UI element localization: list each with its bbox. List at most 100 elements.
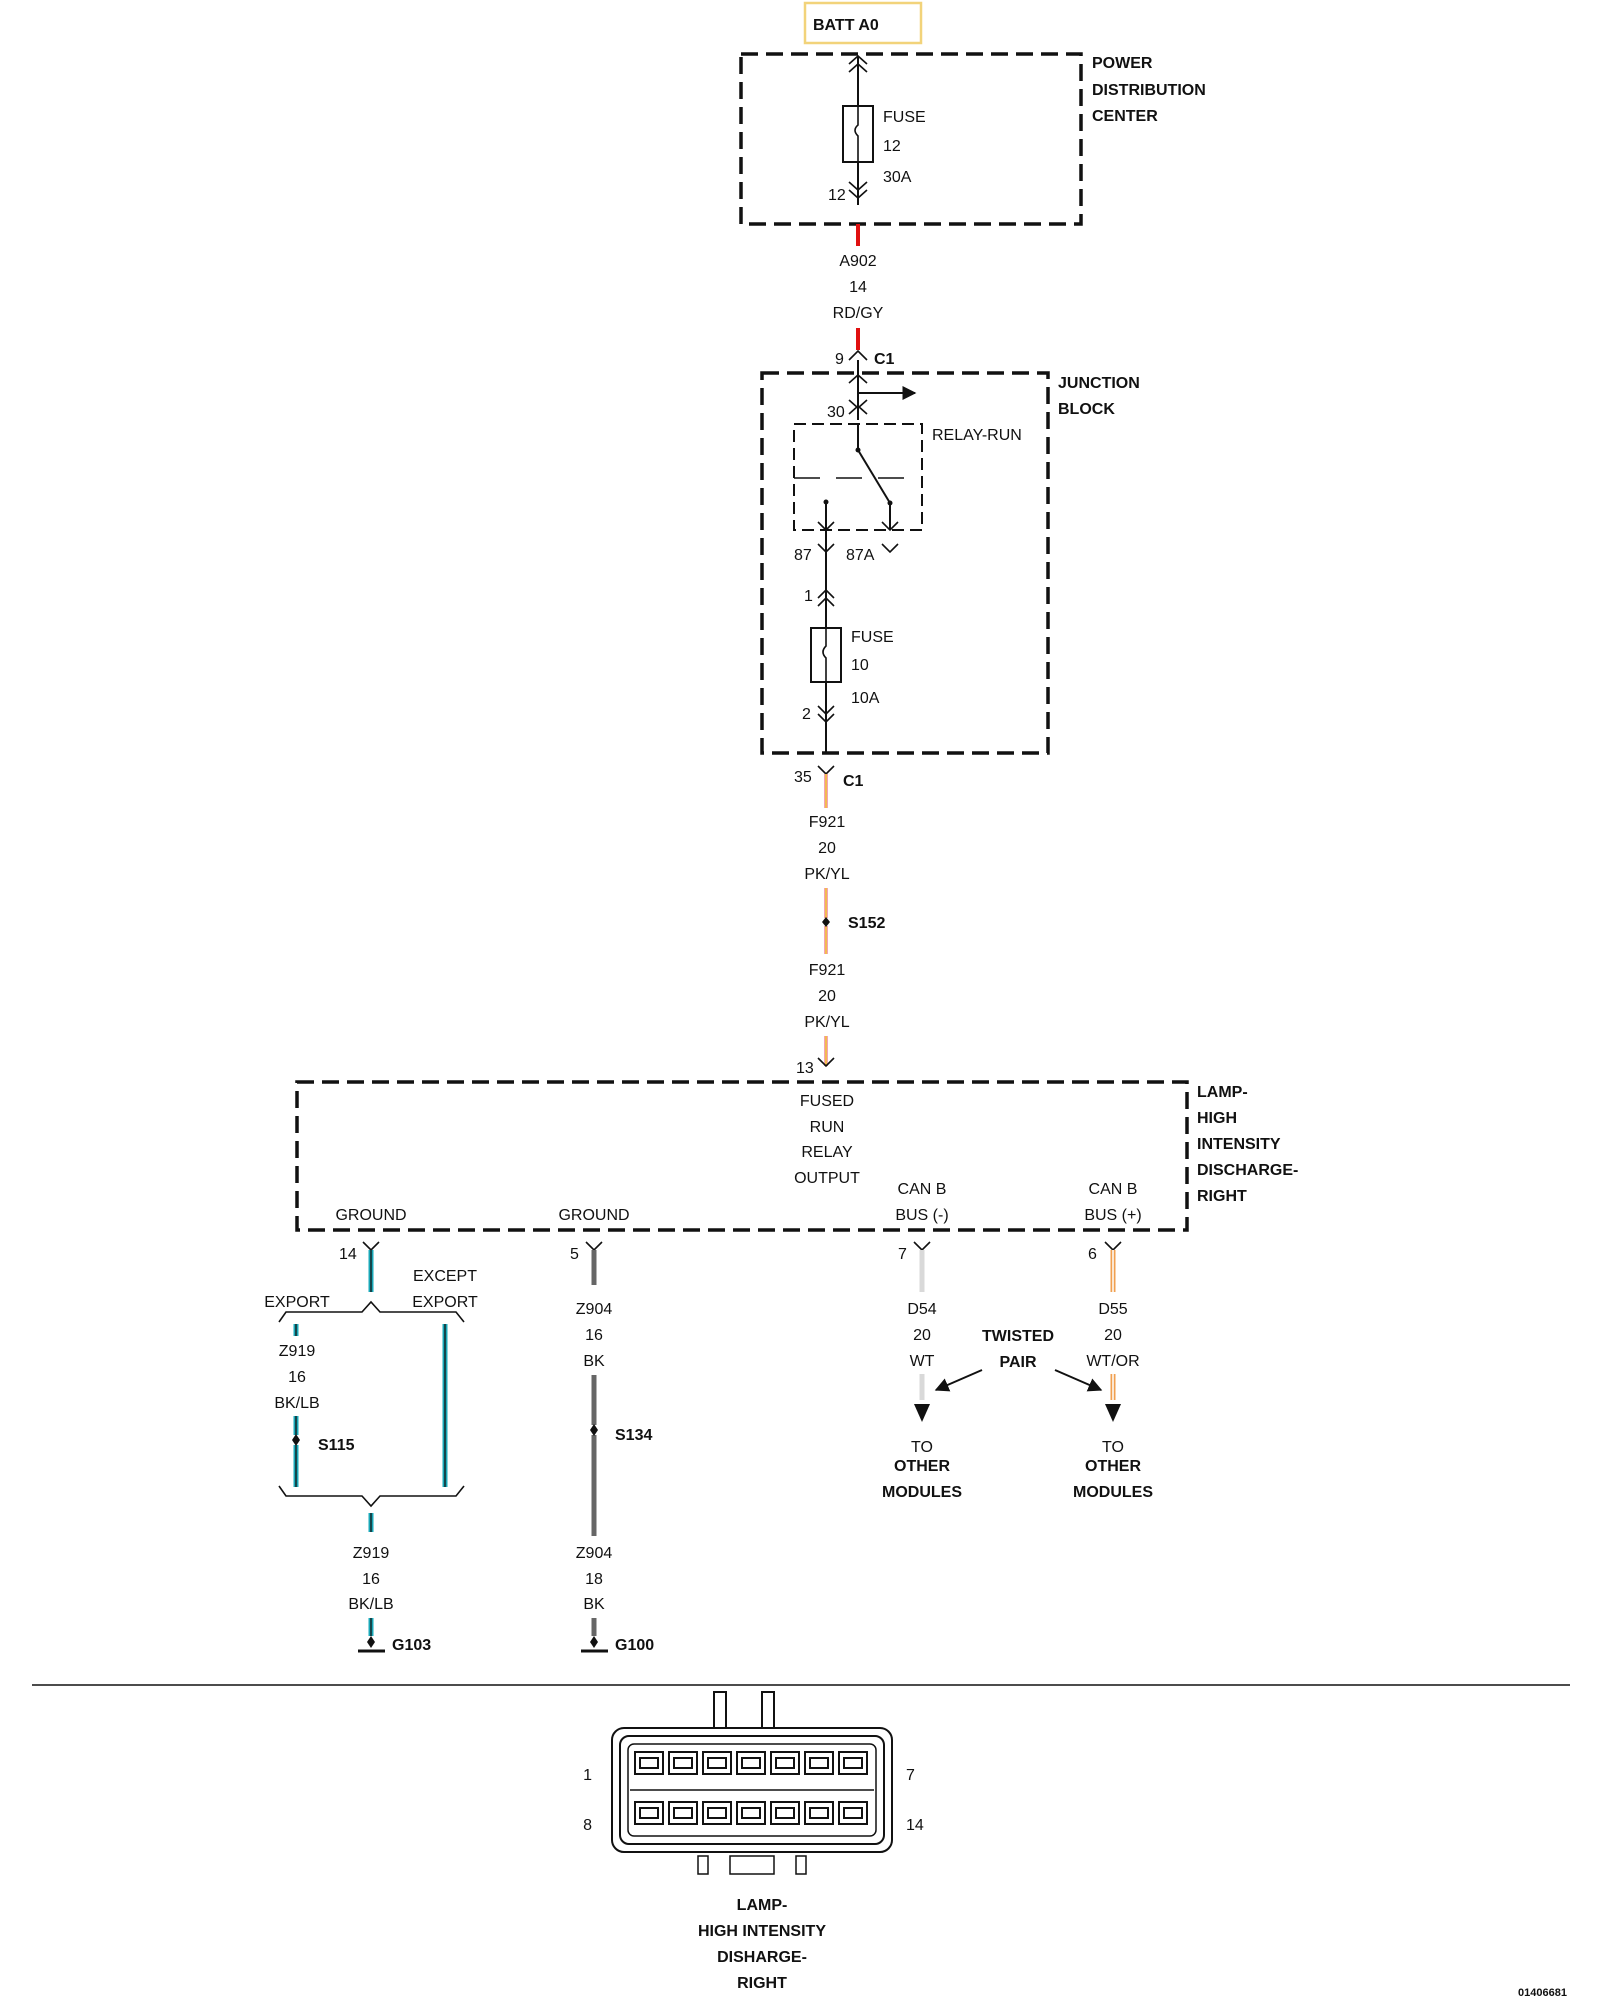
conn-pin-8: 8 bbox=[583, 1817, 592, 1834]
jb-pin-87a: 87A bbox=[846, 547, 875, 564]
twisted-arrow-right-icon bbox=[1054, 1369, 1103, 1392]
splice-s152: S152 bbox=[848, 915, 885, 932]
canm-label-1: CAN B bbox=[898, 1181, 947, 1198]
fro-4: OUTPUT bbox=[794, 1170, 860, 1187]
fro-2: RUN bbox=[810, 1119, 845, 1136]
d55-gauge: 20 bbox=[1104, 1327, 1122, 1344]
splice-s152-icon bbox=[822, 917, 830, 927]
lamp-title-1: LAMP- bbox=[1197, 1084, 1248, 1101]
connector-terminal bbox=[775, 1807, 795, 1819]
jb-pin-1: 1 bbox=[804, 588, 813, 605]
z904b-color: BK bbox=[583, 1596, 605, 1613]
lamp-title-5: RIGHT bbox=[1197, 1188, 1247, 1205]
canm-label-2: BUS (-) bbox=[895, 1207, 948, 1224]
lamp-title-4: DISCHARGE- bbox=[1197, 1162, 1298, 1179]
batt-box bbox=[803, 1, 923, 45]
lamp-hid-box bbox=[295, 1080, 1189, 1232]
jb-title-2: BLOCK bbox=[1058, 401, 1115, 418]
connector-title-2: HIGH INTENSITY bbox=[698, 1923, 826, 1940]
except-label-2: EXPORT bbox=[412, 1294, 478, 1311]
f921b-gauge: 20 bbox=[818, 988, 836, 1005]
modules-label-2: MODULES bbox=[1073, 1484, 1153, 1501]
f921a-color: PK/YL bbox=[804, 866, 849, 883]
ground-g100: G100 bbox=[615, 1637, 654, 1654]
fro-1: FUSED bbox=[800, 1093, 854, 1110]
d54-gauge: 20 bbox=[913, 1327, 931, 1344]
connector-terminal bbox=[741, 1757, 761, 1769]
to-label-2: TO bbox=[1102, 1439, 1124, 1456]
lamp-pin-gnd2: 5 bbox=[570, 1246, 579, 1263]
to-label-1: TO bbox=[911, 1439, 933, 1456]
f921b-circuit: F921 bbox=[809, 962, 846, 979]
merge-brace bbox=[278, 1485, 465, 1508]
z904-color: BK bbox=[583, 1353, 605, 1370]
jb-pin-87: 87 bbox=[794, 547, 812, 564]
connector-title-4: RIGHT bbox=[737, 1975, 787, 1992]
d55-circuit: D55 bbox=[1098, 1301, 1127, 1318]
pdc-fuse-num: 12 bbox=[883, 138, 901, 155]
batt-label: BATT A0 bbox=[813, 17, 879, 34]
splice-s115: S115 bbox=[318, 1437, 355, 1454]
export-brace bbox=[278, 1300, 465, 1323]
lamp-pin-canm: 7 bbox=[898, 1246, 907, 1263]
twisted-arrow-left-icon bbox=[934, 1369, 983, 1392]
connector-terminal bbox=[809, 1807, 829, 1819]
connector-symbol bbox=[848, 54, 868, 73]
jb-fuse-num: 10 bbox=[851, 657, 869, 674]
canp-label-2: BUS (+) bbox=[1084, 1207, 1141, 1224]
lamp-pin-gnd1: 14 bbox=[339, 1246, 357, 1263]
jb-pin-out: 35 bbox=[794, 769, 812, 786]
fro-3: RELAY bbox=[801, 1144, 853, 1161]
modules-label-1: MODULES bbox=[882, 1484, 962, 1501]
other-label-1: OTHER bbox=[894, 1458, 950, 1475]
connector-face-icon bbox=[611, 1691, 893, 1875]
jb-fuse-amp: 10A bbox=[851, 690, 880, 707]
connector-terminal bbox=[707, 1807, 727, 1819]
lamp-title-2: HIGH bbox=[1197, 1110, 1237, 1127]
connector-terminal bbox=[843, 1807, 863, 1819]
ground-g103: G103 bbox=[392, 1637, 431, 1654]
z919b-circuit: Z919 bbox=[353, 1545, 390, 1562]
z919b-color: BK/LB bbox=[348, 1596, 393, 1613]
lamp-pin-canp: 6 bbox=[1088, 1246, 1097, 1263]
splice-s134: S134 bbox=[615, 1427, 652, 1444]
pdc-fuse-label: FUSE bbox=[883, 109, 926, 126]
conn-pin-14: 14 bbox=[906, 1817, 924, 1834]
z919b-gauge: 16 bbox=[362, 1571, 380, 1588]
jb-pin-2: 2 bbox=[802, 706, 811, 723]
splice-s115-icon bbox=[292, 1434, 300, 1446]
canp-label-1: CAN B bbox=[1089, 1181, 1138, 1198]
pdc-title-3: CENTER bbox=[1092, 108, 1158, 125]
d55-color: WT/OR bbox=[1086, 1353, 1139, 1370]
connector-terminal bbox=[673, 1807, 693, 1819]
connector-title-3: DISHARGE- bbox=[717, 1949, 807, 1966]
pdc-pin-out: 12 bbox=[828, 187, 846, 204]
lamp-title-3: INTENSITY bbox=[1197, 1136, 1281, 1153]
connector-terminal bbox=[639, 1757, 659, 1769]
pdc-fuse-amp: 30A bbox=[883, 169, 912, 186]
conn-pin-7: 7 bbox=[906, 1767, 915, 1784]
connector-terminal bbox=[809, 1757, 829, 1769]
pdc-title-1: POWER bbox=[1092, 55, 1153, 72]
a902-circuit: A902 bbox=[839, 253, 876, 270]
relay-label: RELAY-RUN bbox=[932, 427, 1022, 444]
z919-color: BK/LB bbox=[274, 1395, 319, 1412]
z904-circuit: Z904 bbox=[576, 1301, 613, 1318]
jb-conn-out: C1 bbox=[843, 773, 864, 790]
splice-s134-icon bbox=[590, 1424, 598, 1436]
f921a-gauge: 20 bbox=[818, 840, 836, 857]
f921b-color: PK/YL bbox=[804, 1014, 849, 1031]
connector-terminal bbox=[741, 1807, 761, 1819]
jb-title-1: JUNCTION bbox=[1058, 375, 1140, 392]
reference-number: 01406681 bbox=[1518, 1987, 1567, 1999]
a902-color: RD/GY bbox=[833, 305, 884, 322]
jb-pin-30: 30 bbox=[827, 404, 845, 421]
pair-label: PAIR bbox=[999, 1354, 1036, 1371]
pdc-box bbox=[739, 52, 1083, 226]
connector-terminal bbox=[639, 1807, 659, 1819]
pdc-title-2: DISTRIBUTION bbox=[1092, 82, 1206, 99]
ground-label-1: GROUND bbox=[335, 1207, 406, 1224]
lamp-pin-in: 13 bbox=[796, 1060, 814, 1077]
z904b-circuit: Z904 bbox=[576, 1545, 613, 1562]
